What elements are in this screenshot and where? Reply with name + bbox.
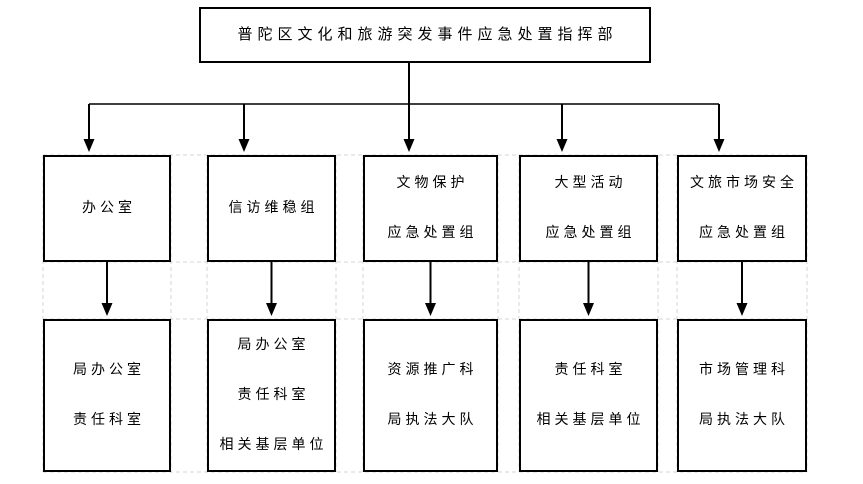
- group-node-market-safety: 文旅市场安全 应急处置组: [677, 155, 807, 262]
- sub-node-events-units: 责任科室 相关基层单位: [519, 319, 658, 472]
- sub-node-label: 局执法大队: [699, 412, 789, 428]
- sub-node-label: 局办公室: [237, 337, 310, 353]
- group-node-label: 文物保护: [396, 175, 469, 191]
- sub-node-label: 市场管理科: [699, 362, 789, 378]
- group-node-label: 应急处置组: [387, 225, 478, 241]
- group-node-label: 办公室: [82, 200, 136, 216]
- group-node-cultural-relics: 文物保护 应急处置组: [363, 155, 498, 262]
- group-node-label: 文旅市场安全: [690, 175, 798, 191]
- arrow-down-icons: [83, 139, 748, 316]
- root-node-command-headquarters: 普陀区文化和旅游突发事件应急处置指挥部: [199, 7, 651, 63]
- sub-node-label: 局执法大队: [387, 412, 478, 428]
- group-node-label: 信访维稳组: [228, 200, 319, 216]
- group-node-label: 应急处置组: [545, 225, 636, 241]
- sub-node-market-units: 市场管理科 局执法大队: [677, 319, 807, 472]
- sub-node-label: 局办公室: [73, 362, 145, 378]
- sub-node-label: 责任科室: [554, 362, 627, 378]
- group-node-large-events: 大型活动 应急处置组: [519, 155, 658, 262]
- root-node-label: 普陀区文化和旅游突发事件应急处置指挥部: [237, 27, 618, 43]
- sub-node-label: 责任科室: [73, 412, 145, 428]
- sub-node-petition-units: 局办公室 责任科室 相关基层单位: [207, 319, 336, 472]
- connector-lines: [88, 63, 743, 305]
- group-node-petition-stability: 信访维稳组: [207, 155, 336, 262]
- sub-node-label: 责任科室: [237, 387, 310, 403]
- sub-node-office-units: 局办公室 责任科室: [43, 319, 171, 472]
- group-node-label: 应急处置组: [699, 225, 789, 241]
- sub-node-label: 相关基层单位: [536, 412, 645, 428]
- group-node-label: 大型活动: [554, 175, 627, 191]
- group-node-office: 办公室: [43, 155, 171, 262]
- sub-node-label: 资源推广科: [387, 362, 478, 378]
- sub-node-label: 相关基层单位: [219, 437, 328, 453]
- sub-node-relics-units: 资源推广科 局执法大队: [363, 319, 498, 472]
